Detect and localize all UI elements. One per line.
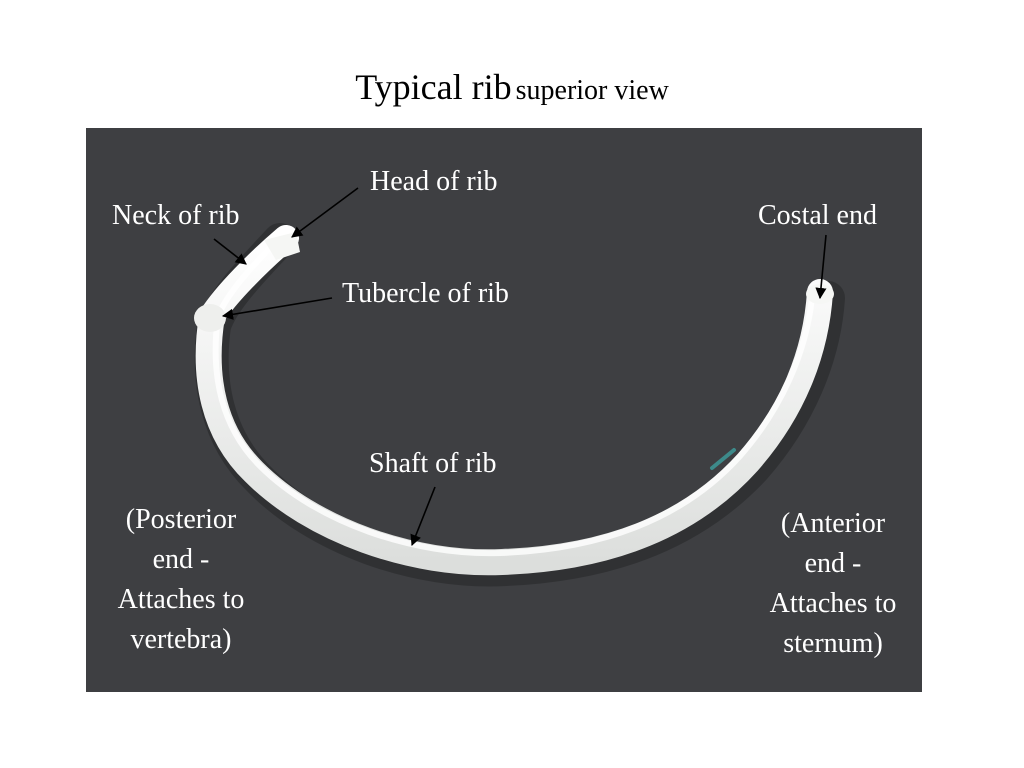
label-shaft-of-rib: Shaft of rib — [369, 448, 497, 479]
rib-mark — [710, 448, 736, 470]
label-anterior-end: (Anterior end - Attaches to sternum) — [748, 504, 918, 664]
posterior-line-4: vertebra) — [130, 624, 232, 655]
slide-title: Typical rib superior view — [0, 66, 1024, 108]
posterior-line-1: (Posterior — [125, 504, 237, 535]
title-main: Typical rib — [355, 67, 512, 107]
anterior-line-3: Attaches to — [769, 588, 897, 619]
label-costal-end: Costal end — [758, 200, 877, 231]
label-head-of-rib: Head of rib — [370, 166, 498, 197]
posterior-line-2: end - — [152, 544, 210, 575]
anterior-line-2: end - — [804, 548, 862, 579]
label-neck-of-rib: Neck of rib — [112, 200, 240, 231]
arrow-neck — [213, 238, 247, 265]
anterior-line-4: sternum) — [783, 628, 883, 659]
arrow-tubercle — [221, 297, 333, 320]
arrow-costal — [815, 234, 827, 300]
posterior-line-3: Attaches to — [117, 584, 245, 615]
rib-tubercle — [194, 304, 226, 332]
rib-photo — [86, 128, 922, 692]
arrow-head — [291, 187, 359, 238]
rib-illustration — [194, 187, 845, 587]
title-sub: superior view — [515, 75, 669, 106]
arrow-shaft — [410, 486, 436, 547]
label-tubercle-of-rib: Tubercle of rib — [342, 278, 509, 309]
rib-head — [264, 232, 300, 260]
label-posterior-end: (Posterior end - Attaches to vertebra) — [96, 500, 266, 660]
anterior-line-1: (Anterior — [780, 508, 886, 539]
